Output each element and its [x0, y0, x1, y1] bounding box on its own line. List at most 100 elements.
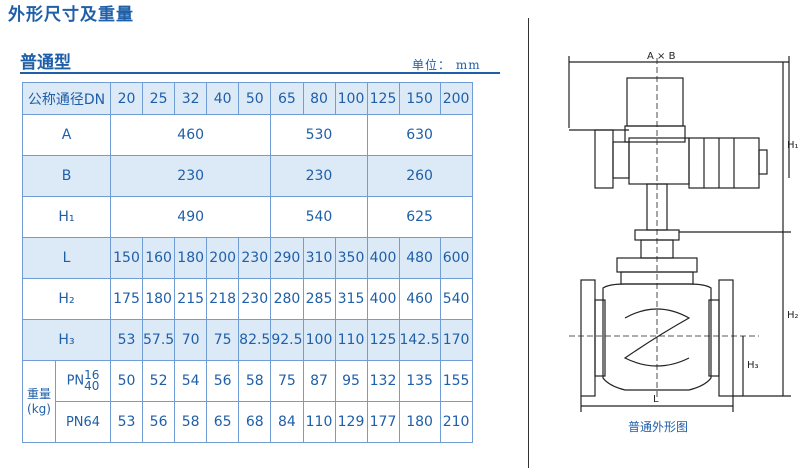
table-cell: 54: [174, 360, 208, 402]
table-cell: 155: [439, 360, 473, 402]
table-cell: 180: [174, 237, 208, 279]
label-l: L: [653, 394, 659, 405]
dn-cell: 150: [398, 82, 441, 115]
dn-cell: 125: [366, 82, 400, 115]
table-cell: 540: [270, 196, 368, 238]
dn-cell: 100: [334, 82, 368, 115]
table-cell: 68: [238, 401, 272, 443]
actuator-body: [626, 77, 684, 127]
table-row-h1: H₁ 490 540 625: [22, 196, 473, 238]
table-cell: 135: [398, 360, 441, 402]
pn-prefix: PN: [66, 373, 85, 389]
table-cell: 625: [366, 196, 473, 238]
table-row-weight-pn64: PN64 53 56 58 65 68 84 110 129 177 180 2…: [23, 401, 473, 443]
table-cell: 350: [334, 237, 368, 279]
table-row-dn: 公称通径DN 20 25 32 40 50 65 80 100 125 150 …: [22, 82, 473, 115]
table-cell: 490: [109, 196, 272, 238]
drawing-caption: 普通外形图: [628, 420, 689, 434]
table-cell: 230: [270, 155, 368, 197]
table-cell: 132: [366, 360, 400, 402]
table-cell: 175: [110, 278, 143, 320]
table-cell: 177: [366, 401, 400, 443]
dn-cell: 65: [270, 82, 304, 115]
left-flange: [580, 279, 596, 397]
valve-drawing-svg: A × B H₁ H₂ H₃ L: [568, 51, 799, 412]
table-cell: 290: [270, 237, 304, 279]
table-cell: 142.5: [398, 319, 441, 361]
table-cell: 75: [270, 360, 304, 402]
table-cell: 50: [110, 360, 143, 402]
table-cell: 125: [366, 319, 400, 361]
dn-cell: 80: [302, 82, 336, 115]
dn-header-label: 公称通径DN: [22, 82, 111, 115]
table-cell: 129: [334, 401, 368, 443]
title-rule: [20, 72, 500, 74]
table-cell: 460: [398, 278, 441, 320]
page-title: 外形尺寸及重量: [8, 5, 134, 25]
valve-body: [602, 283, 712, 391]
table-cell: 100: [302, 319, 336, 361]
table-cell: 160: [141, 237, 176, 279]
table-cell: 480: [398, 237, 441, 279]
row-label-h3: H₃: [22, 319, 111, 361]
label-h2: H₂: [787, 310, 799, 321]
table-cell: 400: [366, 237, 400, 279]
table-cell: 315: [334, 278, 368, 320]
table-cell: 285: [302, 278, 336, 320]
table-cell: 65: [206, 401, 240, 443]
table-cell: 82.5: [238, 319, 272, 361]
table-cell: 56: [141, 401, 176, 443]
table-cell: 460: [109, 114, 272, 156]
table-cell: 530: [270, 114, 368, 156]
table-cell: 84: [270, 401, 304, 443]
handwheel: [594, 129, 614, 189]
table-cell: 110: [334, 319, 368, 361]
row-label-l: L: [22, 237, 111, 279]
table-row-a: A 460 530 630: [22, 114, 473, 156]
table-cell: 57.5: [141, 319, 176, 361]
table-cell: 230: [109, 155, 272, 197]
table-cell: 180: [398, 401, 441, 443]
table-cell: 200: [206, 237, 240, 279]
table-cell: 110: [302, 401, 336, 443]
table-cell: 215: [174, 278, 208, 320]
table-cell: 600: [439, 237, 473, 279]
pn-bottom: 40: [84, 379, 100, 393]
table-cell: 630: [366, 114, 473, 156]
unit-label: 单位： mm: [412, 58, 481, 72]
table-cell: 260: [366, 155, 473, 197]
dn-cell: 40: [206, 82, 240, 115]
dn-cell: 200: [439, 82, 473, 115]
pn-top: 16: [84, 368, 100, 382]
table-cell: 58: [174, 401, 208, 443]
table-cell: 75: [206, 319, 240, 361]
right-flange: [718, 279, 734, 397]
table-cell: 280: [270, 278, 304, 320]
gearbox: [628, 137, 690, 185]
weight-label-bottom: (kg): [27, 401, 51, 416]
dn-cell: 25: [141, 82, 176, 115]
weight-label-top: 重量: [26, 386, 51, 401]
pn64-label: PN64: [55, 401, 111, 443]
table-cell: 70: [174, 319, 208, 361]
table-cell: 230: [238, 237, 272, 279]
table-cell: 310: [302, 237, 336, 279]
table-cell: 56: [206, 360, 240, 402]
table-row-l: L 150 160 180 200 230 290 310 350 400 48…: [22, 237, 473, 279]
label-ab: A × B: [647, 51, 676, 62]
table-cell: 400: [366, 278, 400, 320]
table-cell: 95: [334, 360, 368, 402]
table-cell: 218: [206, 278, 240, 320]
table-cell: 52: [141, 360, 176, 402]
valve-outline-drawing: A × B H₁ H₂ H₃ L: [528, 18, 812, 468]
weight-label: 重量 (kg): [22, 360, 56, 443]
motor: [688, 137, 760, 189]
spec-table: 公称通径DN 20 25 32 40 50 65 80 100 125 150 …: [22, 82, 473, 443]
dn-cell: 20: [110, 82, 143, 115]
table-cell: 180: [141, 278, 176, 320]
table-cell: 58: [238, 360, 272, 402]
table-cell: 53: [110, 401, 143, 443]
